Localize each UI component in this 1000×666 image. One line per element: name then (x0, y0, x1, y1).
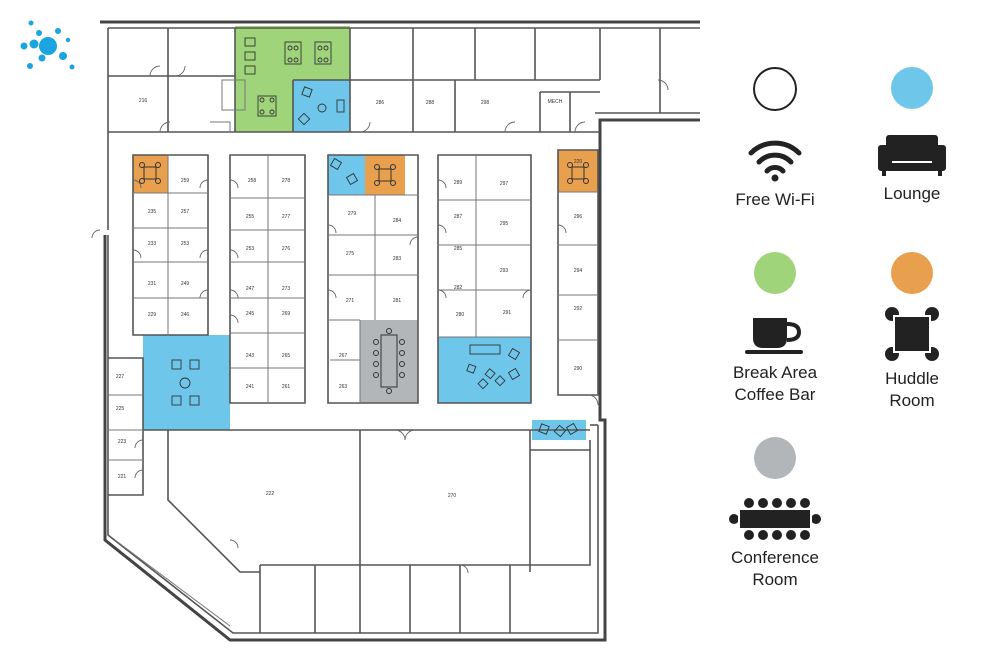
svg-text:241: 241 (246, 384, 255, 390)
svg-text:298: 298 (481, 100, 490, 106)
svg-text:278: 278 (282, 178, 291, 184)
break-area-label: Break Area Coffee Bar (732, 363, 818, 404)
svg-text:270: 270 (448, 493, 457, 499)
svg-text:285: 285 (454, 246, 463, 252)
lounge-zone-center (328, 155, 365, 195)
legend-break-area: Break Area Coffee Bar (695, 252, 855, 406)
svg-text:296: 296 (574, 214, 583, 220)
svg-text:279: 279 (348, 211, 357, 217)
conference-room-label: Conference Room (731, 548, 819, 589)
huddle-room-3 (558, 150, 598, 192)
huddle-room-2 (365, 155, 405, 195)
svg-text:263: 263 (339, 384, 348, 390)
free-wifi-label: Free Wi-Fi (735, 190, 815, 209)
lounge-zone-top (293, 80, 350, 132)
wifi-icon (748, 140, 802, 182)
svg-text:295: 295 (500, 221, 509, 227)
svg-text:276: 276 (282, 246, 291, 252)
svg-text:249: 249 (181, 281, 190, 287)
svg-text:265: 265 (282, 353, 291, 359)
doors (91, 65, 669, 574)
svg-text:292: 292 (574, 306, 583, 312)
svg-text:281: 281 (393, 298, 402, 304)
lounge-label: Lounge (883, 184, 941, 203)
floor-plan: 216 286 288 298 MECH 259 258 278 289 297… (20, 20, 700, 642)
conference-room-zone (360, 320, 418, 403)
lounge-zone-right (438, 337, 531, 403)
svg-text:273: 273 (282, 286, 291, 292)
svg-text:222: 222 (266, 491, 275, 497)
svg-text:280: 280 (456, 312, 465, 318)
svg-text:288: 288 (426, 100, 435, 106)
svg-text:245: 245 (246, 311, 255, 317)
huddle-room-label: Huddle Room (885, 369, 939, 410)
break-area-furniture (244, 37, 332, 117)
lower-rooms (108, 357, 591, 633)
svg-text:286: 286 (376, 100, 385, 106)
huddle-table-icon (885, 307, 939, 361)
legend-lounge: Lounge (832, 67, 992, 205)
svg-text:258: 258 (248, 178, 257, 184)
huddle-room-1 (133, 155, 168, 193)
legend-conference-room: Conference Room (695, 437, 855, 591)
svg-text:293: 293 (500, 268, 509, 274)
huddle-furniture (139, 162, 589, 186)
svg-text:235: 235 (148, 209, 157, 215)
svg-text:283: 283 (393, 256, 402, 262)
break-area-swatch (754, 252, 796, 294)
cubicle-blocks (132, 149, 599, 404)
svg-text:231: 231 (148, 281, 157, 287)
svg-text:271: 271 (346, 298, 355, 304)
legend-huddle-room: Huddle Room (832, 252, 992, 412)
svg-text:282: 282 (454, 285, 463, 291)
conference-room-swatch (754, 437, 796, 479)
room-numbers: 216 286 288 298 MECH 259 258 278 289 297… (116, 98, 583, 499)
sofa-icon (878, 135, 946, 176)
svg-text:233: 233 (148, 241, 157, 247)
svg-text:294: 294 (574, 268, 583, 274)
svg-text:243: 243 (246, 353, 255, 359)
svg-text:225: 225 (116, 406, 125, 412)
svg-text:220: 220 (574, 159, 583, 165)
svg-text:277: 277 (282, 214, 291, 220)
svg-text:269: 269 (282, 311, 291, 317)
svg-text:221: 221 (118, 474, 127, 480)
svg-text:287: 287 (454, 214, 463, 220)
svg-text:275: 275 (346, 251, 355, 257)
svg-text:246: 246 (181, 312, 190, 318)
lounge-swatch (891, 67, 933, 109)
svg-text:289: 289 (454, 180, 463, 186)
svg-text:247: 247 (246, 286, 255, 292)
svg-text:290: 290 (574, 366, 583, 372)
svg-text:297: 297 (500, 181, 509, 187)
conference-furniture (373, 328, 405, 394)
svg-text:229: 229 (148, 312, 157, 318)
svg-text:259: 259 (181, 178, 190, 184)
svg-text:227: 227 (116, 374, 125, 380)
huddle-room-swatch (891, 252, 933, 294)
svg-text:284: 284 (393, 218, 402, 224)
svg-text:255: 255 (246, 214, 255, 220)
svg-text:216: 216 (139, 98, 148, 104)
svg-text:267: 267 (339, 353, 348, 359)
top-offices (108, 28, 661, 133)
svg-text:261: 261 (282, 384, 291, 390)
svg-text:253: 253 (181, 241, 190, 247)
lounge-furniture (171, 86, 579, 438)
svg-text:253: 253 (246, 246, 255, 252)
legend-free-wifi: Free Wi-Fi (695, 67, 855, 211)
lounge-zone-left (143, 335, 230, 430)
svg-text:257: 257 (181, 209, 190, 215)
conference-table-icon (729, 498, 821, 540)
company-logo (20, 20, 75, 70)
svg-text:223: 223 (118, 439, 127, 445)
free-wifi-swatch (753, 67, 797, 111)
coffee-cup-icon (745, 318, 803, 354)
svg-text:MECH: MECH (548, 99, 563, 105)
svg-text:291: 291 (503, 310, 512, 316)
outer-walls (100, 20, 700, 642)
